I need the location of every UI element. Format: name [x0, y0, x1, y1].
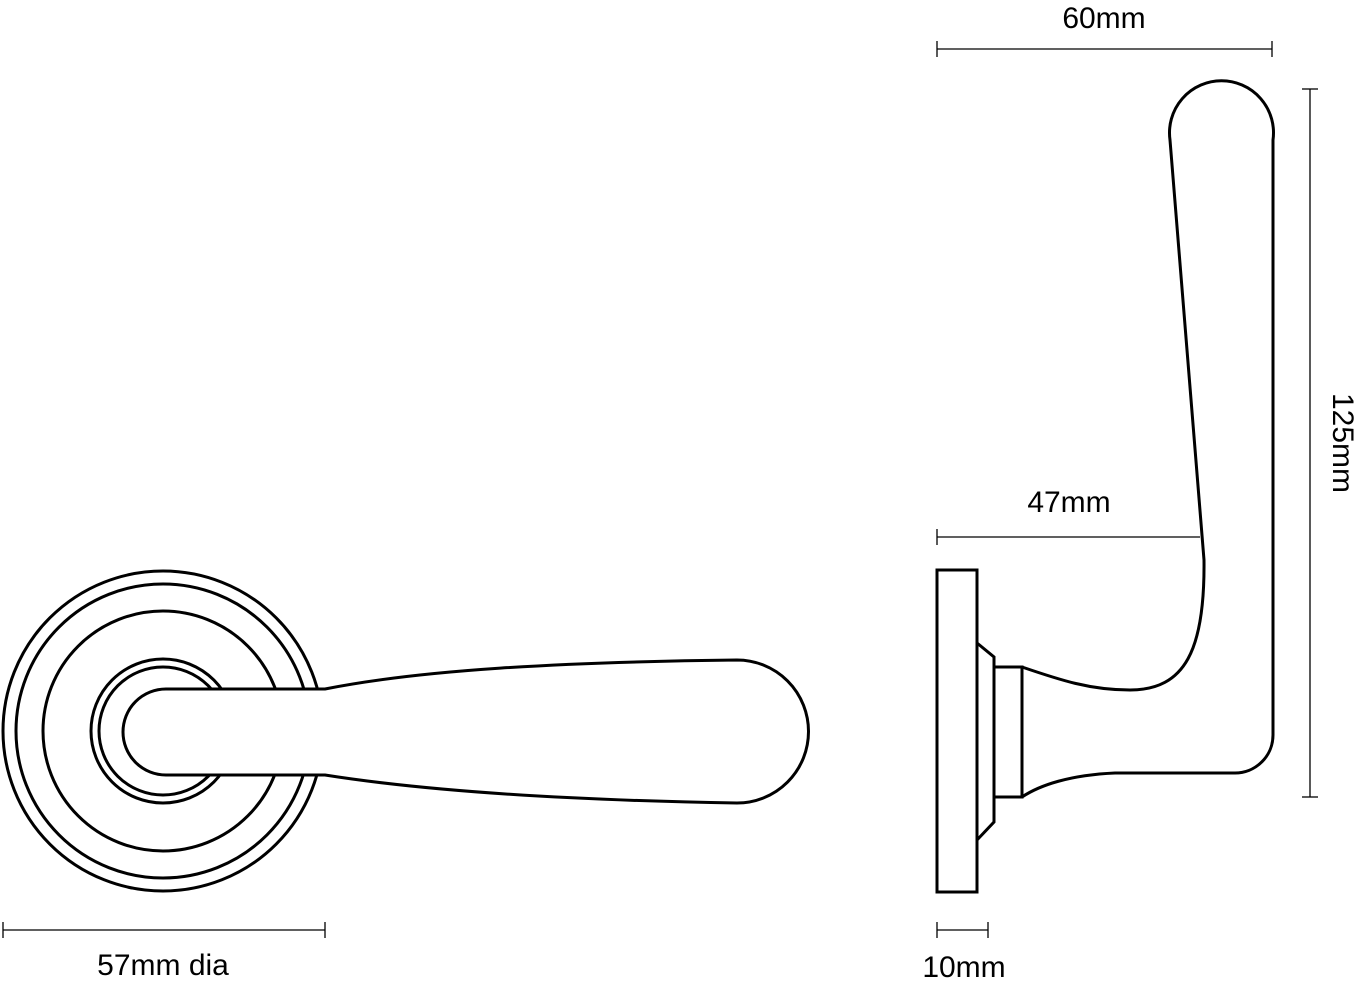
dimension-label: 47mm [1027, 486, 1110, 519]
dimension-label: 125mm [1326, 393, 1359, 493]
dimension-label: 57mm dia [97, 949, 229, 982]
dimension-label: 60mm [1062, 2, 1145, 35]
dimension-label: 10mm [922, 951, 1005, 984]
front-view [1, 569, 810, 893]
dimension-47mm: 47mm [936, 486, 1200, 545]
lever-side [1021, 79, 1275, 799]
side-view [935, 79, 1275, 894]
dimension-125mm: 125mm [1302, 88, 1359, 798]
rose-plate-side [935, 568, 979, 894]
lever-front [121, 658, 810, 805]
collar [992, 665, 1024, 799]
dimension-57mm-dia: 57mm dia [2, 922, 326, 982]
rose-chamfer [975, 641, 996, 842]
dimension-60mm: 60mm [936, 2, 1273, 57]
dimension-10mm: 10mm [922, 922, 1006, 984]
